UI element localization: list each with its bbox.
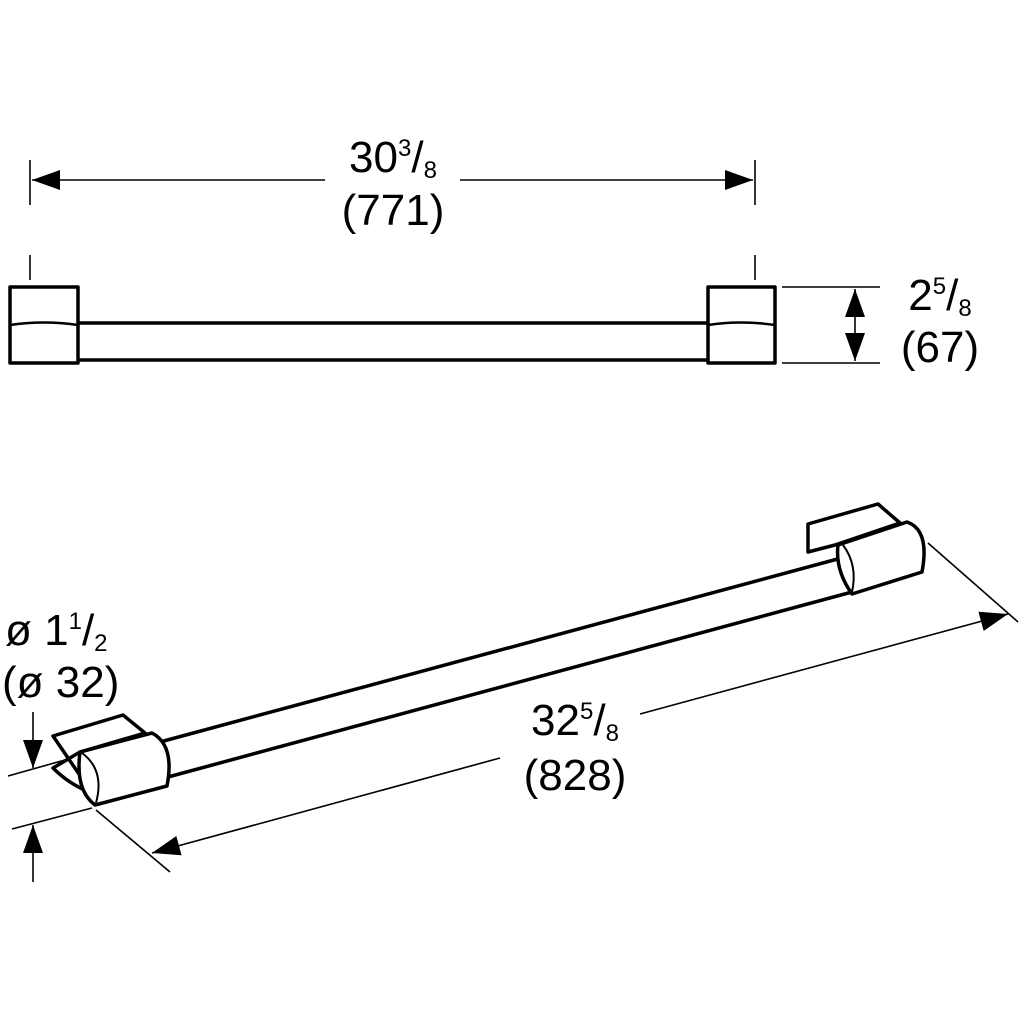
- height-metric-label: (67): [901, 323, 979, 372]
- diameter-numerator: 1: [69, 608, 82, 635]
- length-denominator: 8: [424, 157, 437, 184]
- end-cap-left: [8, 285, 80, 365]
- fraction-slash: /: [946, 271, 959, 320]
- iso-length-numerator: 5: [580, 698, 593, 725]
- iso-length-whole: 32: [531, 696, 580, 745]
- fraction-slash: /: [593, 696, 606, 745]
- height-denominator: 8: [958, 295, 971, 322]
- iso-bar: [158, 555, 854, 779]
- isometric-view: ø 11/2 (ø 32) 325/8 (828): [2, 502, 1019, 882]
- end-cap-right-seam: [707, 321, 776, 327]
- diameter-prefix: ø 1: [5, 606, 69, 655]
- iso-end-cap-right-rim: [842, 544, 855, 593]
- end-cap-left-seam: [9, 321, 79, 327]
- end-cap-right: [706, 285, 777, 365]
- iso-length-label: 325/8: [531, 696, 619, 747]
- diameter-denominator: 2: [94, 630, 107, 657]
- length-metric-label: (771): [342, 186, 445, 235]
- iso-length-metric-label: (828): [524, 751, 627, 800]
- diameter-metric-label: (ø 32): [2, 658, 119, 707]
- diameter-label: ø 11/2: [5, 606, 108, 657]
- iso-extension-left: [95, 809, 171, 873]
- height-whole: 2: [908, 271, 932, 320]
- iso-end-cap-left: [77, 731, 171, 807]
- iso-length-line-left: [151, 757, 501, 856]
- iso-end-cap-left-rim: [81, 752, 100, 804]
- length-label: 303/8: [349, 133, 437, 184]
- fraction-slash: /: [82, 606, 95, 655]
- iso-end-cap-right: [835, 520, 926, 596]
- length-numerator: 3: [398, 135, 411, 162]
- iso-length-line-right: [639, 611, 1009, 715]
- top-view: 303/8 (771) 25/8 (67): [8, 133, 979, 372]
- iso-extension-right: [927, 542, 1019, 623]
- height-numerator: 5: [933, 273, 946, 300]
- height-label: 25/8: [908, 271, 971, 322]
- bar: [74, 321, 712, 362]
- fraction-slash: /: [411, 133, 424, 182]
- length-whole: 30: [349, 133, 398, 182]
- iso-length-denominator: 8: [606, 720, 619, 747]
- diameter-extension-bottom: [11, 807, 93, 830]
